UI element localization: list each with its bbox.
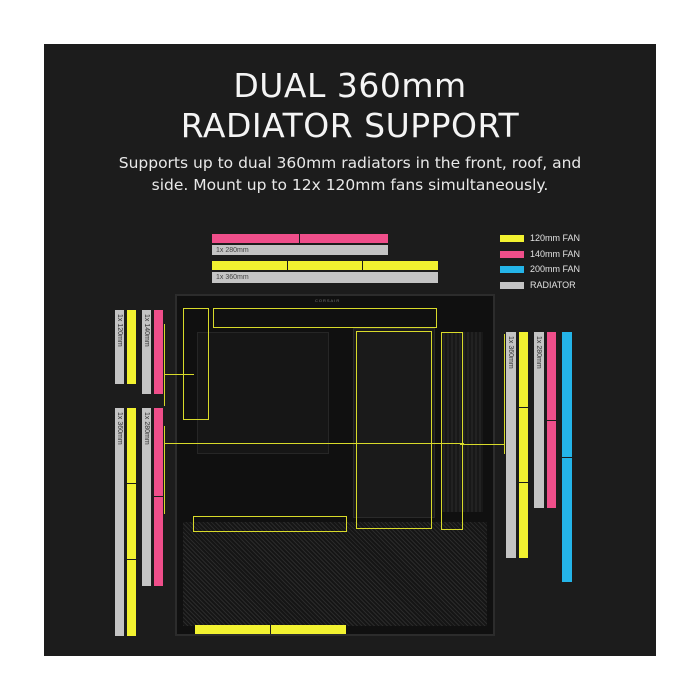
fan-divider (299, 234, 300, 243)
connector-line (504, 334, 505, 454)
headline-line-2: RADIATOR SUPPORT (180, 106, 520, 145)
fan-divider (547, 420, 556, 421)
front-360mm-label: 1x 360mm (507, 336, 514, 369)
feature-description: Supports up to dual 360mm radiators in t… (118, 154, 582, 194)
legend-label: RADIATOR (530, 279, 576, 290)
fan-divider (562, 457, 572, 458)
roof-280mm-label: 1x 280mm (216, 247, 249, 254)
case-motherboard-tray (197, 332, 329, 454)
case-psu-shroud (353, 328, 435, 518)
fan-divider (287, 261, 288, 270)
bottom-mount-highlight (193, 516, 347, 532)
bottom-120mm-fan-bar (195, 625, 346, 634)
fan-divider (519, 482, 528, 483)
side-360mm-radiator-bar: 1x 360mm (115, 408, 124, 636)
side-120mm-fan-stack-bar (127, 408, 136, 636)
legend-swatch-200mm-fan (500, 266, 524, 273)
side-120mm-fan-bar (127, 310, 136, 384)
product-feature-panel: DUAL 360mm RADIATOR SUPPORT Supports up … (44, 44, 656, 656)
roof-360mm-radiator-bar: 1x 360mm (212, 272, 438, 283)
legend-swatch-radiator (500, 281, 524, 289)
side-360mm-label: 1x 360mm (116, 412, 123, 445)
rear-chamber-highlight (356, 331, 432, 529)
connector-line (460, 444, 504, 445)
headline-line-1: DUAL 360mm (233, 66, 467, 105)
legend-label: 200mm FAN (530, 264, 581, 274)
front-280mm-radiator-bar: 1x 280mm (534, 332, 544, 508)
legend-label: 140mm FAN (530, 248, 581, 259)
side-140mm-radiator-bar: 1x 140mm (142, 310, 151, 394)
fan-divider (519, 407, 528, 408)
fan-divider (154, 496, 163, 497)
side-140mm-fan-stack-bar (154, 408, 163, 586)
roof-140mm-fan-bar (212, 234, 388, 243)
side-120mm-radiator-bar: 1x 120mm (115, 310, 124, 384)
legend-label: 120mm FAN (530, 233, 581, 243)
front-200mm-fan-bar (562, 332, 572, 582)
front-280mm-label: 1x 280mm (535, 336, 542, 369)
front-mount-highlight (441, 332, 463, 530)
roof-mount-highlight (213, 308, 437, 328)
side-280mm-radiator-bar: 1x 280mm (142, 408, 151, 586)
front-140mm-fan-bar (547, 332, 556, 508)
connector-line (164, 374, 194, 375)
side-140mm-label: 1x 140mm (143, 314, 150, 347)
side-120mm-label: 1x 120mm (116, 314, 123, 347)
connector-line (164, 426, 165, 514)
connector-line (164, 324, 165, 406)
connector-line (164, 443, 464, 444)
fan-divider (127, 559, 136, 560)
roof-280mm-radiator-bar: 1x 280mm (212, 245, 388, 255)
case-brand-logo: CORSAIR (315, 298, 341, 303)
roof-360mm-label: 1x 360mm (216, 274, 249, 281)
case-mesh-front (183, 522, 487, 626)
fan-divider (270, 625, 271, 634)
fan-divider (127, 483, 136, 484)
side-280mm-label: 1x 280mm (143, 412, 150, 445)
front-360mm-radiator-bar: 1x 360mm (506, 332, 516, 558)
roof-120mm-fan-bar (212, 261, 438, 270)
side-140mm-fan-bar (154, 310, 163, 394)
legend-swatch-120mm-fan (500, 235, 524, 242)
legend-swatch-140mm-fan (500, 250, 524, 258)
front-120mm-fan-bar (519, 332, 528, 558)
fan-divider (362, 261, 363, 270)
side-mount-highlight-top (183, 308, 209, 420)
